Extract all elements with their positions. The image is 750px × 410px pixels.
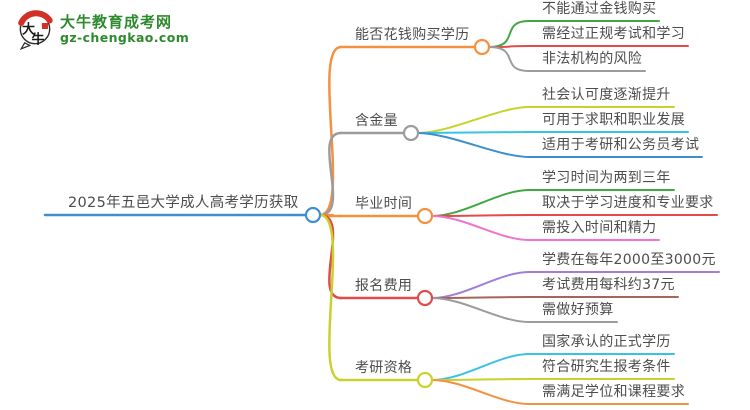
root-topic-label: 2025年五邑大学成人高考学历获取 — [68, 195, 299, 211]
connector-curve — [431, 297, 530, 323]
leaf-label: 学习时间为两到三年 — [542, 170, 671, 186]
branch-node-circle — [402, 124, 420, 142]
branch-label: 含金量 — [355, 113, 398, 129]
leaf-label: 符合研究生报考条件 — [542, 359, 671, 375]
branch-node-circle — [416, 289, 434, 307]
connector-curve — [488, 46, 530, 72]
logo-red-arc — [18, 10, 53, 26]
root-node-circle — [304, 206, 322, 224]
leaf-label: 社会认可度逐渐提升 — [542, 87, 671, 103]
connector-curve — [431, 215, 530, 241]
speech-bubble-tail — [19, 42, 32, 50]
branch-label: 报名费用 — [355, 278, 413, 294]
leaf-label: 国家承认的正式学历 — [542, 334, 671, 350]
connector-curve — [318, 213, 343, 218]
leaf-label: 适用于考研和公务员考试 — [542, 137, 700, 153]
branch-node-circle — [473, 38, 491, 56]
site-logo[interactable]: 大 牛 大牛教育成考网 gz-chengkao.com — [16, 8, 189, 50]
leaf-label: 需做好预算 — [542, 302, 614, 318]
connector-curve — [318, 45, 343, 217]
logo-char-da: 大 — [22, 21, 35, 37]
leaf-label: 需投入时间和精力 — [542, 220, 657, 236]
leaf-label: 非法机构的风险 — [542, 51, 643, 67]
leaf-label: 学费在每年2000至3000元 — [542, 252, 716, 268]
logo-red-seal — [41, 22, 48, 29]
branch-label: 考研资格 — [355, 360, 413, 376]
connector-curve — [318, 213, 343, 382]
connector-curve — [318, 131, 343, 217]
leaf-label: 不能通过金钱购买 — [542, 1, 657, 17]
site-domain: gz-chengkao.com — [60, 30, 190, 45]
connector-curve — [431, 379, 530, 405]
leaf-label: 需满足学位和课程要求 — [542, 384, 685, 400]
branch-node-circle — [416, 371, 434, 389]
daniu-bull-logo-icon: 大 牛 — [18, 10, 53, 50]
leaf-label: 考试费用每科约37元 — [542, 277, 675, 293]
site-name: 大牛教育成考网 — [60, 13, 173, 31]
leaf-label: 可用于求职和职业发展 — [542, 112, 685, 128]
branch-label: 能否花钱购买学历 — [355, 27, 470, 43]
connector-curve — [318, 213, 343, 300]
logo-text-block: 大牛教育成考网 gz-chengkao.com — [60, 13, 189, 45]
leaf-label: 需经过正规考试和学习 — [542, 26, 685, 42]
branch-node-circle — [416, 207, 434, 225]
connector-curve — [417, 132, 530, 158]
branch-label: 毕业时间 — [355, 196, 413, 212]
leaf-label: 取决于学习进度和专业要求 — [542, 195, 714, 211]
logo-char-niu: 牛 — [32, 32, 45, 48]
